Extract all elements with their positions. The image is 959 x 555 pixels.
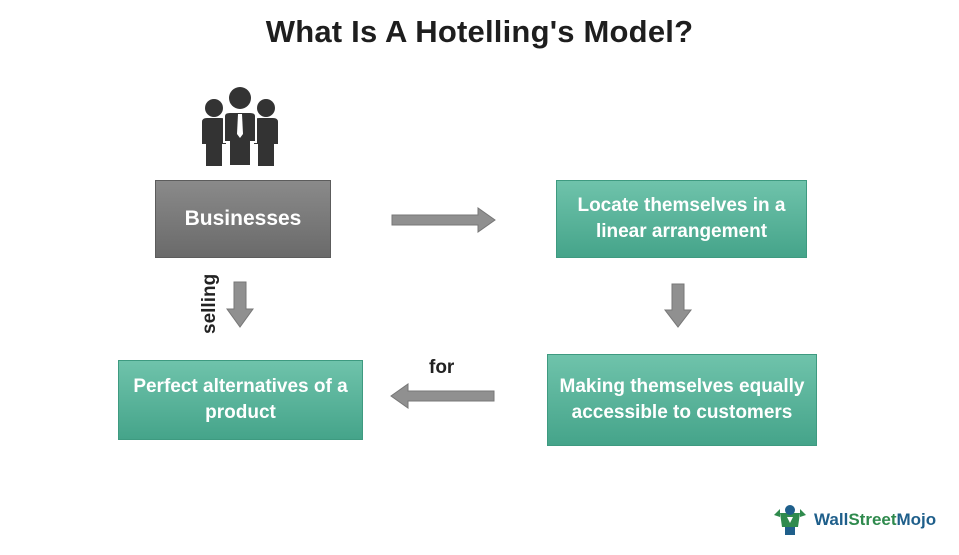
accessible-node: Making themselves equally accessible to … — [547, 354, 817, 446]
businesses-node: Businesses — [155, 180, 331, 258]
arrow-right — [391, 207, 496, 233]
locate-label: Locate themselves in a linear arrangemen… — [577, 195, 786, 242]
wallstreetmojo-logo-icon — [774, 505, 806, 535]
logo-text-part1: Wall — [814, 510, 849, 529]
businesses-label: Businesses — [184, 207, 302, 230]
wallstreetmojo-logo: WallStreetMojo — [772, 503, 936, 537]
logo-text-part2: Street — [848, 510, 897, 529]
page-title: What Is A Hotelling's Model? — [265, 14, 694, 49]
alternatives-label: Perfect alternatives of a product — [133, 376, 348, 423]
locate-node: Locate themselves in a linear arrangemen… — [556, 180, 807, 258]
logo-text-part3: Mojo — [896, 510, 937, 529]
alternatives-node: Perfect alternatives of a product — [118, 360, 363, 440]
arrow-left — [390, 383, 495, 409]
arrow-down-left — [226, 281, 254, 328]
arrow-down-right — [663, 283, 693, 328]
accessible-label: Making themselves equally accessible to … — [559, 376, 805, 423]
for-label: for — [429, 357, 455, 378]
selling-label: selling — [199, 273, 220, 334]
logo-text: WallStreetMojo — [814, 510, 936, 530]
people-group-icon — [202, 87, 278, 167]
